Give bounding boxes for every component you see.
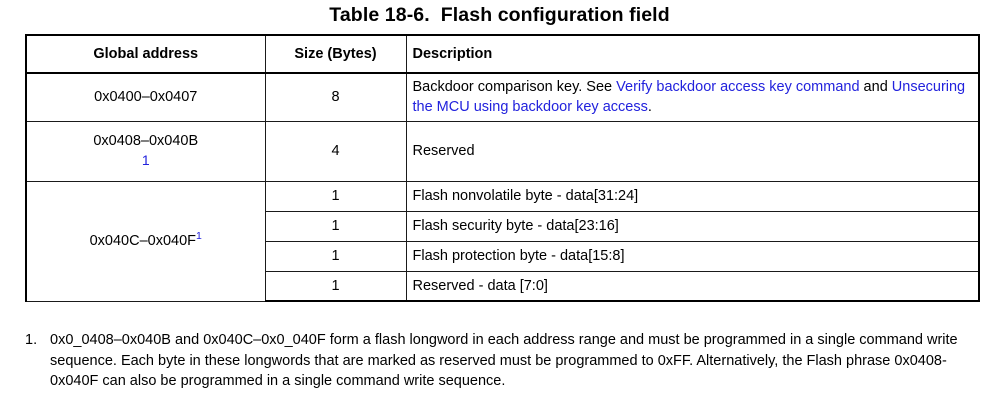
cell-size: 4 — [264, 120, 407, 182]
description-segment: . — [647, 99, 652, 116]
table-header: Global address Size (Bytes) Description — [25, 34, 980, 74]
description-text: Backdoor comparison key. See Verify back… — [413, 77, 973, 117]
table-row: 0x0400–0x0407 8 Backdoor comparison key.… — [25, 72, 980, 122]
cell-description: Reserved - data [7:0] — [405, 270, 980, 302]
cell-global-address: 0x0408–0x040B 1 — [25, 120, 266, 182]
table-row: 1 Flash security byte - data[23:16] — [26, 210, 980, 242]
link-unsecuring-the-mcu-using-backdoor-key-access[interactable]: Unsecuring the MCU using backdoor key ac… — [412, 79, 966, 116]
cell-size: 1 — [264, 210, 407, 242]
footnote-text: 0x0_0408–0x040B and 0x040C–0x0_040F form… — [50, 332, 958, 390]
description-segment: Backdoor comparison key. See — [412, 79, 617, 96]
cell-size: 1 — [264, 180, 407, 212]
column-header-size-bytes: Size (Bytes) — [264, 34, 407, 74]
column-header-description: Description — [405, 34, 980, 74]
cell-description: Backdoor comparison key. See Verify back… — [405, 72, 980, 122]
cell-description: Flash nonvolatile byte - data[31:24] — [405, 180, 980, 212]
table-body: 0x0400–0x0407 8 Backdoor comparison key.… — [25, 72, 980, 302]
address-text: 0x0408–0x040B — [93, 132, 199, 149]
page-title: Table 18-6. Flash configuration field — [329, 4, 670, 26]
cell-global-address: 0x0400–0x0407 — [25, 72, 266, 122]
table-row: 0x040C–0x040F1 1 Flash nonvolatile byte … — [25, 180, 980, 302]
footnote-reference[interactable]: 1 — [141, 152, 150, 169]
table-row: 1 Flash protection byte - data[15:8] — [26, 240, 980, 272]
table-header-row: Global address Size (Bytes) Description — [25, 34, 980, 74]
cell-description: Reserved — [405, 120, 980, 182]
table-row: 1 Reserved - data [7:0] — [26, 270, 980, 302]
cell-description: Flash security byte - data[23:16] — [405, 210, 980, 242]
address-block: 0x0408–0x040B 1 — [33, 132, 259, 170]
description-segment: and — [859, 79, 892, 96]
footnote-1: 1. 0x0_0408–0x040B and 0x040C–0x0_040F f… — [25, 330, 970, 392]
cell-description: Flash protection byte - data[15:8] — [405, 240, 980, 272]
cell-size: 1 — [264, 240, 407, 272]
footnote-reference[interactable]: 1 — [196, 230, 202, 243]
cell-size: 1 — [264, 270, 407, 302]
link-verify-backdoor-access-key-command[interactable]: Verify backdoor access key command — [616, 79, 860, 96]
cell-global-address: 0x040C–0x040F1 — [25, 180, 266, 302]
cell-size: 8 — [264, 72, 407, 122]
column-header-global-address: Global address — [25, 34, 266, 74]
footnote-number: 1. — [25, 332, 38, 348]
table-row: 0x0408–0x040B 1 4 Reserved — [25, 120, 980, 182]
flash-configuration-table: Global address Size (Bytes) Description … — [25, 34, 980, 302]
address-text: 0x040C–0x040F — [89, 233, 197, 249]
